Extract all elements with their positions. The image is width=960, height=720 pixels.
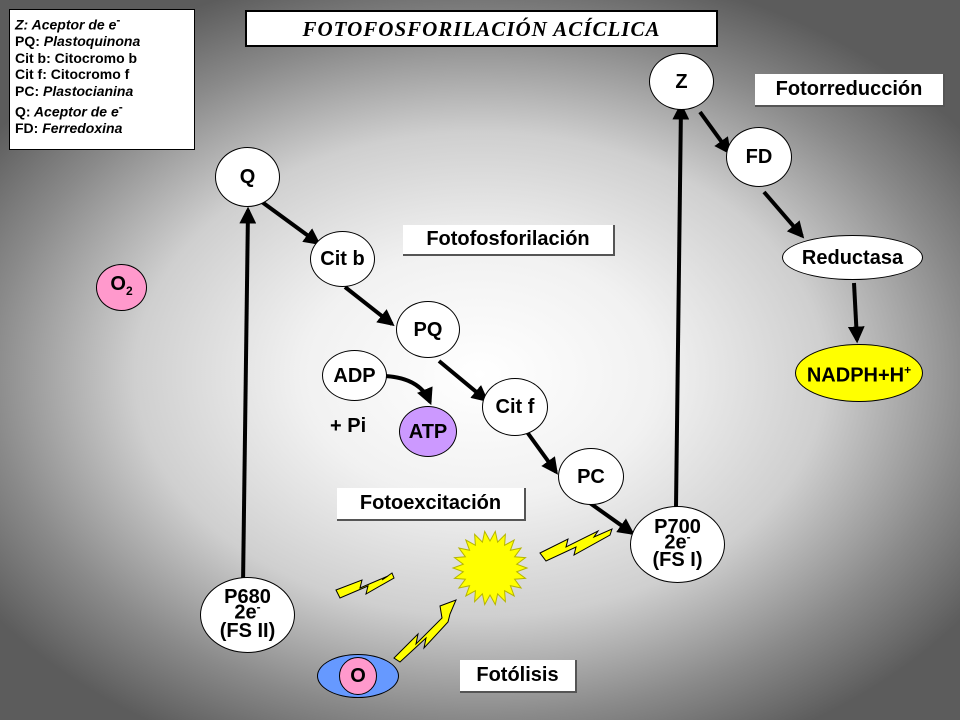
legend-desc: Citocromo b bbox=[50, 49, 138, 66]
legend-abbr: FD: bbox=[15, 120, 39, 137]
label-fotoexcitacion: Fotoexcitación bbox=[337, 488, 526, 521]
legend-row: PC: Plastocianina bbox=[15, 83, 194, 100]
sun-icon bbox=[451, 529, 529, 607]
legend-row: FD: Ferredoxina bbox=[15, 120, 194, 137]
p680-name: P680 bbox=[224, 586, 271, 609]
lightning-bolt-shape bbox=[335, 572, 395, 599]
arrow-p700-to-z bbox=[672, 102, 690, 508]
p680-system: (FS II) bbox=[219, 619, 276, 642]
node-q: Q bbox=[215, 147, 280, 207]
lightning-bolt-icon bbox=[539, 528, 613, 562]
lightning-bolt-shape bbox=[393, 599, 457, 663]
node-o2: O2 bbox=[96, 264, 147, 311]
legend-sup: - bbox=[116, 13, 121, 27]
legend-desc: Plastoquinona bbox=[39, 33, 141, 50]
node-cit-b: Cit b bbox=[310, 231, 375, 287]
o2-label: O2 bbox=[110, 273, 133, 298]
pi-label: + Pi bbox=[330, 415, 367, 437]
arrow-pq-to-citf bbox=[437, 359, 489, 403]
legend-abbr: Q: bbox=[15, 103, 31, 120]
arrow-reductasa-to-nadph bbox=[847, 282, 865, 344]
legend-row: Q: Aceptor de e- bbox=[15, 99, 194, 120]
legend-abbr: Cit b: bbox=[15, 49, 51, 66]
arrow-fd-to-reductasa bbox=[762, 190, 805, 239]
p680-electrons: 2e- bbox=[234, 600, 261, 624]
legend-abbr: PC: bbox=[15, 82, 40, 99]
arrow-p680-to-q bbox=[239, 206, 257, 586]
legend-desc: Aceptor de e bbox=[28, 16, 117, 33]
label-fotofosforilacion: Fotofosforilación bbox=[403, 225, 615, 256]
legend-sup: - bbox=[118, 100, 123, 115]
arrow-q-to-citb bbox=[260, 200, 321, 245]
legend-row: Z: Aceptor de e- bbox=[15, 12, 194, 33]
node-reductasa: Reductasa bbox=[782, 235, 923, 280]
label-fotolisis: Fotólisis bbox=[460, 660, 577, 693]
arrow-z-to-fd bbox=[698, 110, 731, 155]
node-atp: ATP bbox=[399, 406, 457, 457]
legend-row: Cit f: Citocromo f bbox=[15, 66, 194, 83]
legend-desc: Aceptor de e bbox=[30, 103, 119, 120]
node-water-outer: O bbox=[317, 654, 399, 698]
legend-row: Cit b: Citocromo b bbox=[15, 50, 194, 67]
node-p700: P700 2e- (FS I) bbox=[630, 506, 725, 583]
node-fd: FD bbox=[726, 127, 792, 187]
nadph-label: NADPH+H+ bbox=[806, 363, 912, 387]
legend-abbr: Cit f: bbox=[15, 66, 47, 83]
legend-desc: Citocromo f bbox=[46, 66, 130, 83]
node-p680: P680 2e- (FS II) bbox=[200, 577, 295, 653]
node-z: Z bbox=[649, 53, 714, 110]
arrow-adp-to-atp bbox=[384, 374, 433, 406]
label-fotorreduccion: Fotorreducción bbox=[755, 74, 945, 107]
node-pq: PQ bbox=[396, 301, 460, 358]
lightning-bolt-icon bbox=[335, 572, 395, 599]
arrow-citb-to-pq bbox=[343, 285, 395, 327]
node-o: O bbox=[339, 657, 377, 695]
node-nadph: NADPH+H+ bbox=[795, 344, 923, 402]
p700-electrons: 2e- bbox=[664, 529, 691, 554]
p700-system: (FS I) bbox=[652, 549, 703, 572]
sun-rays bbox=[451, 529, 529, 607]
legend-abbr: Z: bbox=[15, 16, 29, 33]
lightning-bolt-icon bbox=[393, 599, 457, 663]
arrow-citf-to-pc bbox=[525, 430, 558, 475]
legend-row: PQ: Plastoquinona bbox=[15, 33, 194, 50]
legend-desc: Ferredoxina bbox=[38, 120, 123, 137]
p700-name: P700 bbox=[654, 515, 701, 538]
node-pc: PC bbox=[558, 448, 624, 505]
lightning-bolt-shape bbox=[539, 528, 613, 562]
node-adp: ADP bbox=[322, 350, 387, 401]
legend-abbr: PQ: bbox=[15, 33, 40, 50]
legend-desc: Plastocianina bbox=[39, 82, 134, 99]
node-cit-f: Cit f bbox=[482, 378, 548, 436]
diagram-title: FOTOFOSFORILACIÓN ACÍCLICA bbox=[245, 10, 718, 47]
